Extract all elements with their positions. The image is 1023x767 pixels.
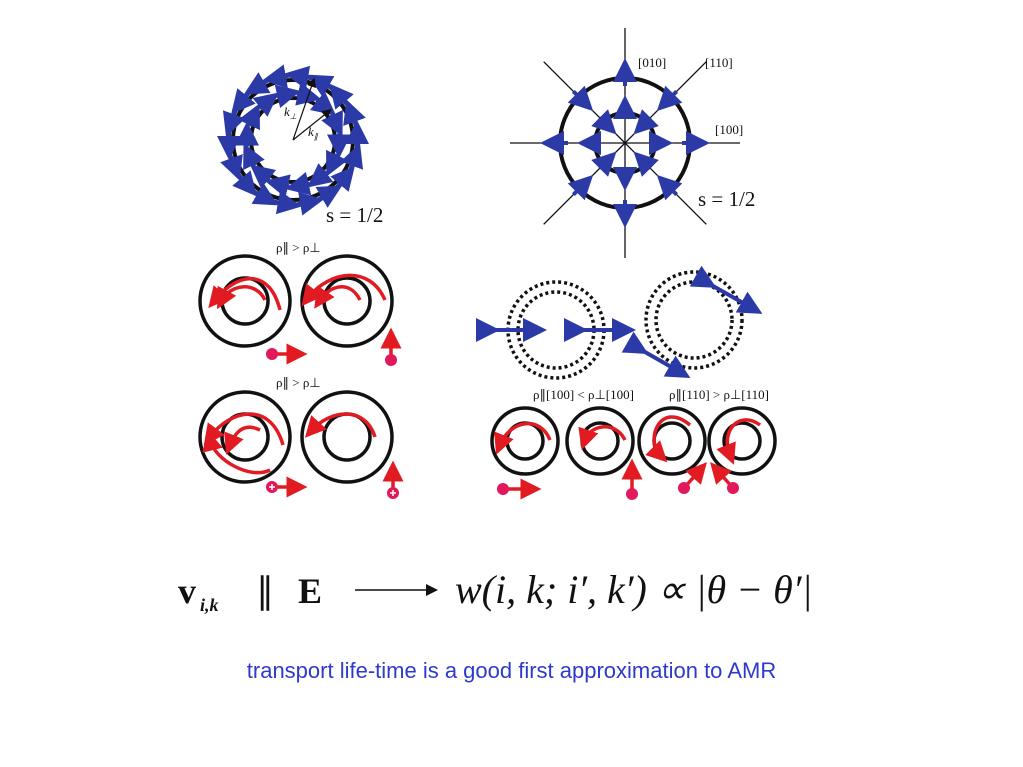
outer-ring <box>300 254 394 348</box>
equation: v i,k ∥ E w(i, k; i′, k′) ∝ |θ − θ′| <box>178 567 812 615</box>
dotted-ring <box>644 270 744 370</box>
dotted-ring <box>654 280 734 360</box>
direction-010-label: [010] <box>638 55 666 70</box>
field-symbol: E <box>298 571 322 611</box>
k-perp-label: k⊥ <box>284 104 297 121</box>
spin-arrow <box>656 85 683 112</box>
direction-100-label: [100] <box>715 122 743 137</box>
inner-ring <box>322 276 372 326</box>
spin-arrow <box>262 64 291 89</box>
spin-arrow <box>307 163 334 188</box>
scattering-arc <box>224 425 261 455</box>
outer-ring <box>637 406 707 476</box>
spin-arrow <box>330 165 355 192</box>
spin-arrow <box>249 164 277 189</box>
k-par-vector <box>292 109 332 141</box>
scattering-arc <box>645 415 692 463</box>
left-scattering-panels: ρ∥ > ρ⊥ ρ∥ > ρ⊥ <box>198 240 404 499</box>
spin-arrow <box>633 151 659 177</box>
spin-arrow <box>309 91 337 116</box>
spin-arrow <box>567 174 594 201</box>
scattering-arc <box>494 422 552 455</box>
spin-arrow <box>284 65 313 90</box>
rho-label-110: ρ∥[110] > ρ⊥[110] <box>669 387 769 402</box>
outer-ring <box>198 254 292 348</box>
scattering-arc <box>314 285 362 309</box>
crystal-spin-arrows <box>540 58 710 228</box>
rho-label-top: ρ∥ > ρ⊥ <box>276 240 321 255</box>
spin-arrow <box>274 84 301 109</box>
outer-ring <box>300 390 394 484</box>
outer-ring <box>198 390 292 484</box>
rashba-spin-texture: k⊥ k∥ s = 1/2 <box>217 64 383 227</box>
spin-arrow <box>321 109 343 137</box>
spin-arrow <box>343 99 366 127</box>
outer-ring <box>707 406 777 476</box>
inner-spin-arrows <box>235 82 351 198</box>
direction-110-label: [110] <box>705 55 733 70</box>
spin-arrow <box>264 174 291 198</box>
crystal-spin-texture: [010] [110] [100] s = 1/2 <box>510 28 755 258</box>
spin-arrow <box>295 191 324 216</box>
spin-arrow <box>243 143 265 171</box>
spin-arrow <box>567 85 594 112</box>
spin-half-label-left: s = 1/2 <box>326 203 383 227</box>
spin-arrow <box>285 171 312 196</box>
velocity-subscript: i,k <box>200 595 219 615</box>
rho-label-100: ρ∥[100] < ρ⊥[100] <box>533 387 634 402</box>
left-ring-group <box>198 254 404 499</box>
k-par-label: k∥ <box>308 124 319 141</box>
scattering-arc <box>202 429 271 475</box>
carrier-dot <box>727 482 739 494</box>
caption: transport life-time is a good first appr… <box>246 658 777 683</box>
carrier-dot <box>678 482 690 494</box>
scattering-arc <box>304 412 377 438</box>
spin-arrow <box>252 92 279 117</box>
spin-arrow <box>633 109 659 135</box>
spin-arrow <box>591 151 617 177</box>
scattering-arc <box>716 418 762 465</box>
spin-arrow <box>591 109 617 135</box>
spin-double-arrow <box>621 331 691 378</box>
spin-arrow <box>656 174 683 201</box>
scattering-arc <box>578 425 627 450</box>
spin-arrow <box>231 88 256 115</box>
outer-spin-arrows <box>217 64 369 216</box>
carrier-dot <box>497 483 509 495</box>
k-perp-vector <box>292 77 316 141</box>
scattering-arc <box>217 285 267 310</box>
velocity-symbol: v <box>178 571 196 611</box>
outer-ring <box>490 406 560 476</box>
rho-label-bottom: ρ∥ > ρ⊥ <box>276 375 321 390</box>
inner-ring <box>722 421 762 461</box>
spin-arrow <box>273 190 302 215</box>
scattering-arc <box>203 412 285 446</box>
parallel-symbol: ∥ <box>256 571 274 611</box>
dotted-ring-group <box>476 265 763 380</box>
transition-rate: w(i, k; i′, k′) ∝ |θ − θ′| <box>455 567 812 612</box>
spin-half-label-right: s = 1/2 <box>698 187 755 211</box>
carrier-dot <box>385 354 397 366</box>
outer-ring <box>565 406 635 476</box>
carrier-dot <box>626 488 638 500</box>
spin-double-arrow <box>689 265 763 314</box>
right-scattering-panels: ρ∥[100] < ρ⊥[100] ρ∥[110] > ρ⊥[110] <box>476 265 777 500</box>
spin-arrow <box>295 82 322 106</box>
right-ring-group <box>490 406 777 500</box>
carrier-dot <box>266 348 278 360</box>
